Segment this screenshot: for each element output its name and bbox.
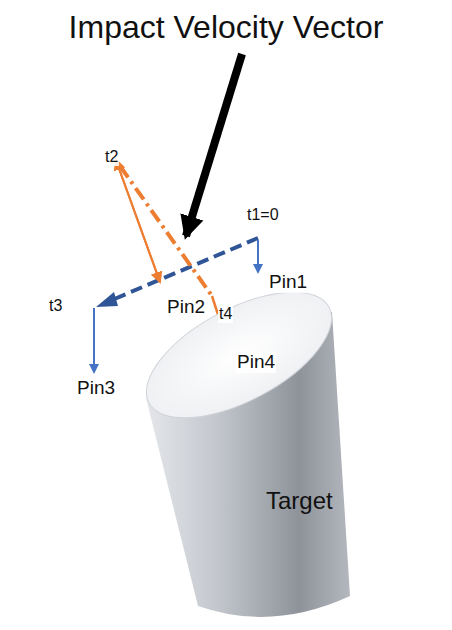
title: Impact Velocity Vector <box>69 10 384 45</box>
time-label: t1=0 <box>246 206 280 224</box>
pin-name: Pin3 <box>76 378 116 399</box>
pin-arrow <box>93 308 95 372</box>
pin-name: Pin1 <box>268 272 308 293</box>
orange-arrow <box>116 160 160 282</box>
cylinder-shape <box>138 288 364 626</box>
target-label: Target <box>266 488 333 514</box>
pin-name: Pin4 <box>236 352 276 373</box>
pin-name: Pin2 <box>166 297 206 318</box>
time-label: t2 <box>104 148 119 166</box>
dash-dot-line <box>120 166 212 296</box>
time-label: t3 <box>48 297 63 315</box>
time-label: t4 <box>218 305 233 323</box>
velocity-arrow <box>186 54 242 236</box>
orange-arrow <box>118 166 160 282</box>
dashed-line <box>112 238 258 300</box>
pin-arrow <box>257 240 259 272</box>
target-cylinder: Target <box>138 288 364 626</box>
arrow-tip <box>96 292 118 307</box>
